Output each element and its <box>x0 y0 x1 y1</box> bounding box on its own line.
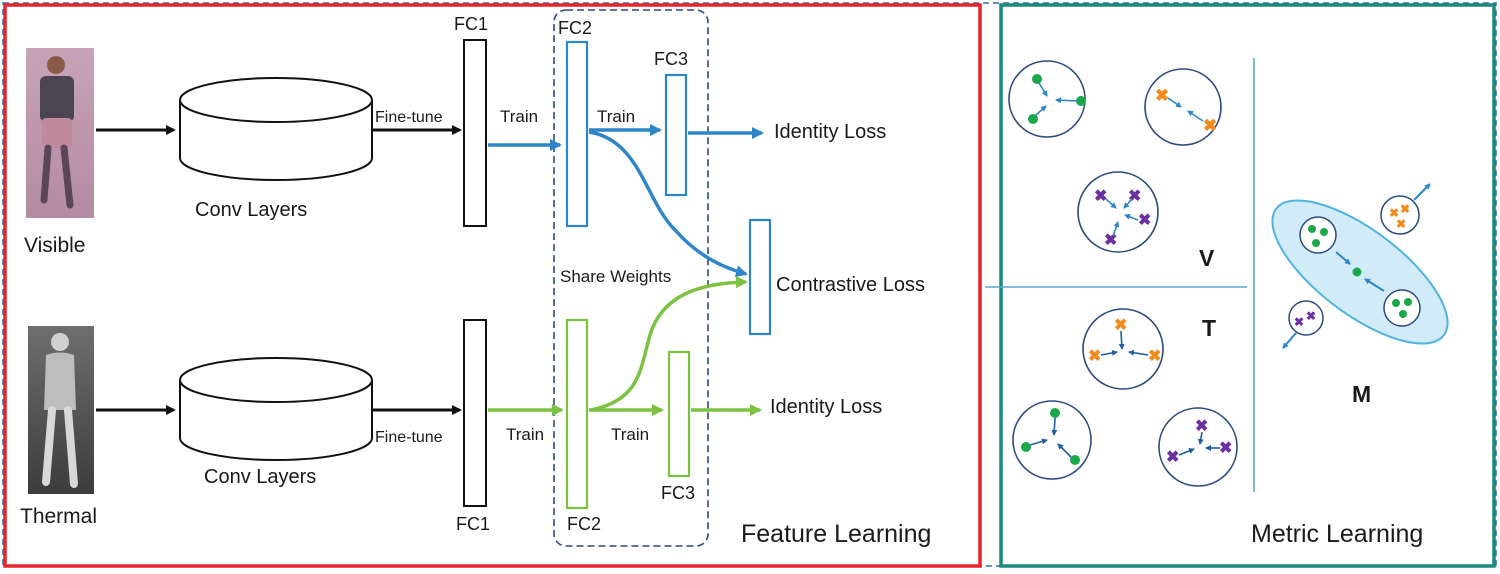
finetune-label-top: Fine-tune <box>375 109 443 126</box>
t-cluster-green <box>1012 400 1092 480</box>
thermal-image <box>28 326 94 494</box>
svg-text:✖: ✖ <box>1219 440 1232 457</box>
fc3-bottom-label: FC3 <box>661 483 695 503</box>
conv-label-top: Conv Layers <box>195 199 307 221</box>
v-cluster-green <box>1008 60 1086 138</box>
contrastive-loss-box <box>748 218 772 336</box>
fc2-bottom-label: FC2 <box>567 514 601 534</box>
train-label-3: Train <box>506 425 544 444</box>
m-ellipse-region <box>1271 199 1449 345</box>
svg-text:✖: ✖ <box>1400 202 1410 216</box>
t-label: T <box>1202 315 1216 341</box>
conv-layers-top <box>179 77 373 181</box>
v-label: V <box>1199 245 1215 271</box>
svg-text:✖: ✖ <box>1128 188 1141 205</box>
svg-text:✖: ✖ <box>1114 317 1127 334</box>
thermal-label: Thermal <box>20 505 97 528</box>
feature-learning-label: Feature Learning <box>741 520 931 548</box>
fc3-top-box <box>664 73 688 197</box>
m-label: M <box>1352 381 1371 407</box>
svg-text:✖: ✖ <box>1306 309 1316 323</box>
svg-text:✖: ✖ <box>1396 217 1406 231</box>
svg-text:✖: ✖ <box>1294 315 1304 329</box>
metric-learning-label: Metric Learning <box>1251 520 1423 548</box>
share-weights-label: Share Weights <box>560 267 671 286</box>
train-label-1: Train <box>500 107 538 126</box>
svg-text:✖: ✖ <box>1203 116 1217 135</box>
fc2-bottom-box <box>565 318 589 510</box>
train-label-4: Train <box>611 425 649 444</box>
fc3-bottom-box <box>667 350 691 478</box>
finetune-label-bottom: Fine-tune <box>375 429 443 446</box>
visible-image <box>26 48 94 218</box>
identity-loss-top-label: Identity Loss <box>774 121 886 143</box>
m-cluster-purple-pushed: ✖ ✖ <box>1282 300 1324 349</box>
conv-label-bottom: Conv Layers <box>204 466 316 488</box>
svg-text:✖: ✖ <box>1389 206 1399 220</box>
svg-text:✖: ✖ <box>1088 348 1101 365</box>
fc2-top-label: FC2 <box>558 18 592 38</box>
fc1-top-label: FC1 <box>454 14 488 34</box>
svg-text:✖: ✖ <box>1195 418 1208 435</box>
contrastive-loss-label: Contrastive Loss <box>776 274 925 296</box>
svg-text:✖: ✖ <box>1148 348 1161 365</box>
svg-text:✖: ✖ <box>1166 449 1179 466</box>
fc1-bottom-box <box>463 319 487 507</box>
svg-text:✖: ✖ <box>1155 86 1169 105</box>
arrow-blue-to-contrastive <box>588 130 748 278</box>
v-cluster-purple: ✖ ✖ ✖ ✖ <box>1077 171 1159 253</box>
fc2-top-box <box>565 40 589 228</box>
t-cluster-orange: ✖ ✖ ✖ <box>1082 308 1164 390</box>
train-label-2: Train <box>597 107 635 126</box>
conv-layers-bottom <box>179 357 373 461</box>
t-cluster-purple: ✖ ✖ ✖ <box>1158 407 1238 487</box>
v-cluster-orange: ✖ ✖ <box>1144 68 1222 146</box>
svg-text:✖: ✖ <box>1138 212 1151 229</box>
svg-text:✖: ✖ <box>1094 188 1107 205</box>
identity-loss-bottom-label: Identity Loss <box>770 396 882 418</box>
share-weights-region <box>553 9 709 547</box>
fc1-bottom-label: FC1 <box>456 514 490 534</box>
visible-label: Visible <box>24 234 85 257</box>
fc1-top-box <box>463 39 487 227</box>
metric-learning-frame <box>999 3 1496 568</box>
m-cluster-orange-pushed: ✖ ✖ ✖ <box>1380 183 1431 235</box>
arrow-green-to-contrastive <box>590 276 748 412</box>
feature-learning-frame <box>3 3 982 568</box>
fc3-top-label: FC3 <box>654 49 688 69</box>
svg-text:✖: ✖ <box>1104 232 1117 249</box>
